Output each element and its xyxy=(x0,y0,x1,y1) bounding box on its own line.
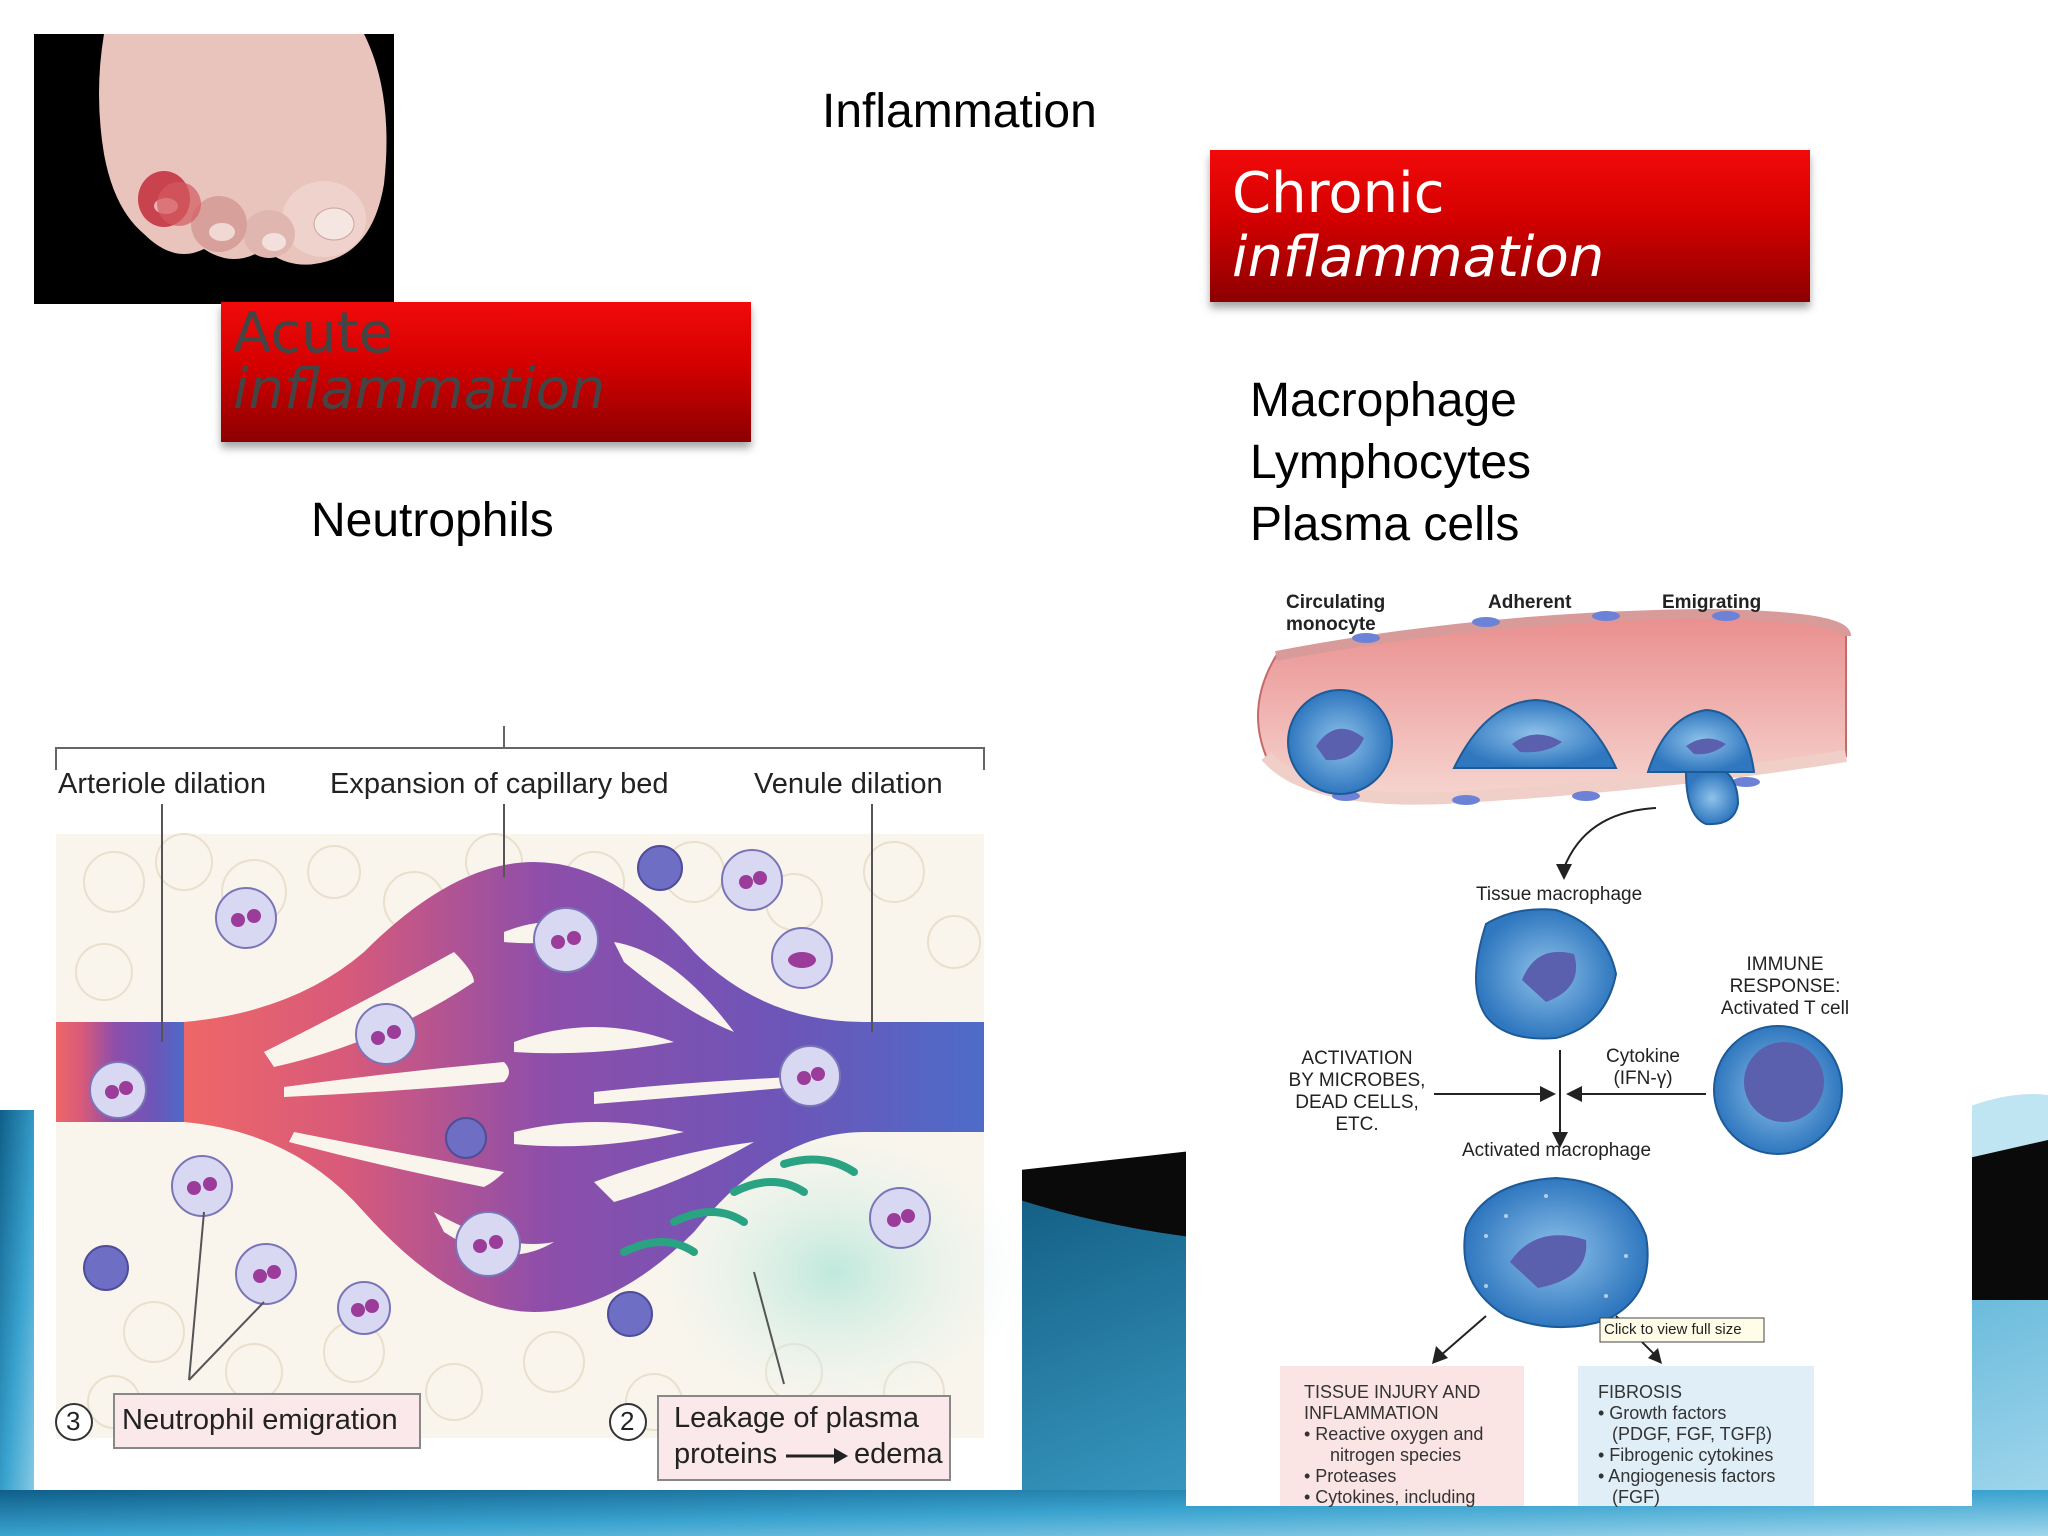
acute-vascular-diagram: Arteriole dilation Expansion of capillar… xyxy=(34,712,1024,1490)
venule-dilation-label: Venule dilation xyxy=(754,768,943,800)
cytokine-label: Cytokine (IFN-γ) xyxy=(1598,1046,1688,1090)
immune-line: RESPONSE: xyxy=(1729,976,1841,997)
injury-title-line: TISSUE INJURY AND xyxy=(1304,1382,1481,1402)
injury-item: • Proteases xyxy=(1304,1466,1397,1486)
activation-line: BY MICROBES, xyxy=(1288,1070,1426,1091)
injury-item: nitrogen species xyxy=(1330,1445,1462,1465)
fibrosis-title: FIBROSIS xyxy=(1598,1382,1683,1402)
activation-line: ACTIVATION xyxy=(1301,1048,1413,1069)
activation-line: DEAD CELLS, xyxy=(1295,1092,1419,1113)
step-number-3: 3 xyxy=(66,1406,81,1436)
tissue-macrophage-label: Tissue macrophage xyxy=(1476,884,1643,905)
slide-title: Inflammation xyxy=(822,85,1097,138)
circulating-line1: Circulating xyxy=(1286,592,1386,613)
chronic-banner-line2: inflammation xyxy=(1232,225,1605,290)
fibrosis-item: • Fibrogenic cytokines xyxy=(1598,1445,1774,1465)
acute-banner-line1: Acute xyxy=(233,301,394,366)
proteins-label: proteins xyxy=(674,1438,778,1470)
chronic-cell-item: Plasma cells xyxy=(1250,498,1520,551)
acute-inflammation-banner: Acute inflammation xyxy=(221,302,751,442)
plasma-leakage-label: Leakage of plasma xyxy=(674,1402,920,1434)
injury-item: • Cytokines, including xyxy=(1304,1487,1476,1507)
chronic-cell-item: Macrophage xyxy=(1250,374,1517,427)
cytokine-line: (IFN-γ) xyxy=(1613,1068,1673,1089)
chronic-cell-list: Macrophage Lymphocytes Plasma cells xyxy=(1250,370,1531,556)
neutrophil-emigration-label: Neutrophil emigration xyxy=(122,1404,398,1436)
circulating-line2: monocyte xyxy=(1286,614,1376,635)
immune-line: Activated T cell xyxy=(1720,998,1850,1019)
inflamed-toe-photo xyxy=(34,34,394,304)
chronic-inflammation-banner: Chronic inflammation xyxy=(1210,150,1810,302)
fibrosis-item: • Angiogenesis factors xyxy=(1598,1466,1776,1486)
activation-label: ACTIVATION BY MICROBES, DEAD CELLS, ETC. xyxy=(1282,1048,1432,1136)
tissue-injury-box: TISSUE INJURY AND INFLAMMATION • Reactiv… xyxy=(1304,1382,1483,1508)
chronic-banner-line1: Chronic xyxy=(1232,161,1445,226)
injury-item: • Reactive oxygen and xyxy=(1304,1424,1484,1444)
edema-label: edema xyxy=(854,1438,943,1470)
injury-title-line: INFLAMMATION xyxy=(1304,1403,1439,1423)
capillary-expansion-label: Expansion of capillary bed xyxy=(330,768,669,800)
immune-response-label: IMMUNE RESPONSE: Activated T cell xyxy=(1710,954,1860,1020)
adherent-label: Adherent xyxy=(1488,592,1572,613)
chronic-cell-item: Lymphocytes xyxy=(1250,436,1532,489)
arteriole-dilation-label: Arteriole dilation xyxy=(58,768,266,800)
step-number-2: 2 xyxy=(620,1406,635,1436)
activation-line: ETC. xyxy=(1335,1114,1379,1135)
fibrosis-item: (FGF) xyxy=(1612,1487,1660,1507)
acute-cell-list: Neutrophils xyxy=(311,490,554,552)
vascular-bed-illustration xyxy=(55,726,1024,1481)
emigrating-label: Emigrating xyxy=(1662,592,1762,613)
fibrosis-item: • Growth factors xyxy=(1598,1403,1727,1423)
fibrosis-item: (PDGF, FGF, TGFβ) xyxy=(1612,1424,1773,1444)
acute-cell-item: Neutrophils xyxy=(311,494,554,547)
immune-line: IMMUNE xyxy=(1746,954,1824,975)
macrophage-illustration xyxy=(1257,608,1851,1506)
fibrosis-box: FIBROSIS • Growth factors (PDGF, FGF, TG… xyxy=(1598,1382,1775,1508)
cytokine-line: Cytokine xyxy=(1606,1046,1680,1067)
view-full-size-tooltip[interactable]: Click to view full size xyxy=(1604,1321,1742,1338)
activated-macrophage-label: Activated macrophage xyxy=(1462,1140,1652,1161)
acute-banner-line2: inflammation xyxy=(233,357,606,422)
